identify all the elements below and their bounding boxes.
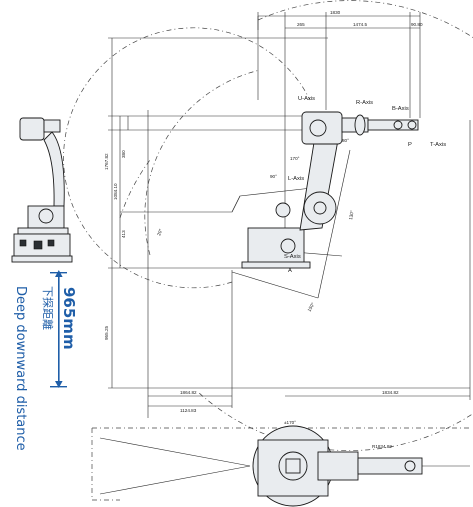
top-dimension-chain bbox=[257, 15, 420, 30]
angle-90: 90° bbox=[270, 174, 277, 179]
dim-left-1767: 1767.82 bbox=[104, 153, 109, 170]
dim-left-413: 413 bbox=[121, 230, 126, 238]
dim-left-1084: 1084.10 bbox=[113, 183, 118, 200]
deep-reach-callout bbox=[50, 270, 67, 388]
angle-150: 150° bbox=[307, 302, 316, 313]
bottom-dimension-chain bbox=[148, 395, 470, 407]
side-view-robot-icon bbox=[11, 117, 73, 263]
label-b-axis: B-Axis bbox=[392, 106, 409, 112]
label-t-axis: T-Axis bbox=[430, 142, 446, 148]
plan-radius-label: R1834.82 bbox=[372, 444, 392, 449]
dim-bottom-1834: 1834.82 bbox=[382, 390, 399, 395]
angle-80: 80° bbox=[342, 138, 349, 143]
deep-reach-chinese: 下探距離 bbox=[41, 286, 55, 330]
plan-s-angle-label: ±170° bbox=[284, 420, 296, 425]
label-p: P bbox=[408, 142, 412, 148]
angle-20: 20° bbox=[156, 228, 163, 236]
dim-top-d1: 265 bbox=[297, 22, 305, 27]
label-s-axis: S-Axis bbox=[284, 254, 301, 260]
deep-reach-english: Deep downward distance bbox=[13, 286, 28, 451]
dimension-extension-lines bbox=[108, 12, 471, 418]
angle-170: 170° bbox=[290, 156, 300, 161]
label-u-axis: U-Axis bbox=[298, 96, 315, 102]
dim-left-955: 955.25 bbox=[104, 326, 109, 340]
label-l-axis: L-Axis bbox=[288, 176, 304, 182]
elevation-robot-icon bbox=[241, 111, 419, 269]
label-a: A bbox=[288, 268, 292, 274]
work-envelope-arcs bbox=[63, 0, 473, 451]
dim-bottom-1864: 1864.82 bbox=[180, 390, 197, 395]
plan-view-robot-icon bbox=[252, 425, 423, 507]
dim-top-d2: 1474.5 bbox=[353, 22, 367, 27]
dim-top-d3: 90.80 bbox=[411, 22, 423, 27]
dim-bottom-1124: 1124.83 bbox=[180, 408, 197, 413]
dim-left-380: 380 bbox=[121, 150, 126, 158]
angle-130: 130° bbox=[348, 210, 355, 220]
dim-top-overall: 1830 bbox=[330, 10, 341, 15]
label-r-axis: R-Axis bbox=[356, 100, 373, 106]
deep-reach-value: 965mm bbox=[60, 287, 78, 350]
left-dimension-chain bbox=[111, 38, 129, 388]
